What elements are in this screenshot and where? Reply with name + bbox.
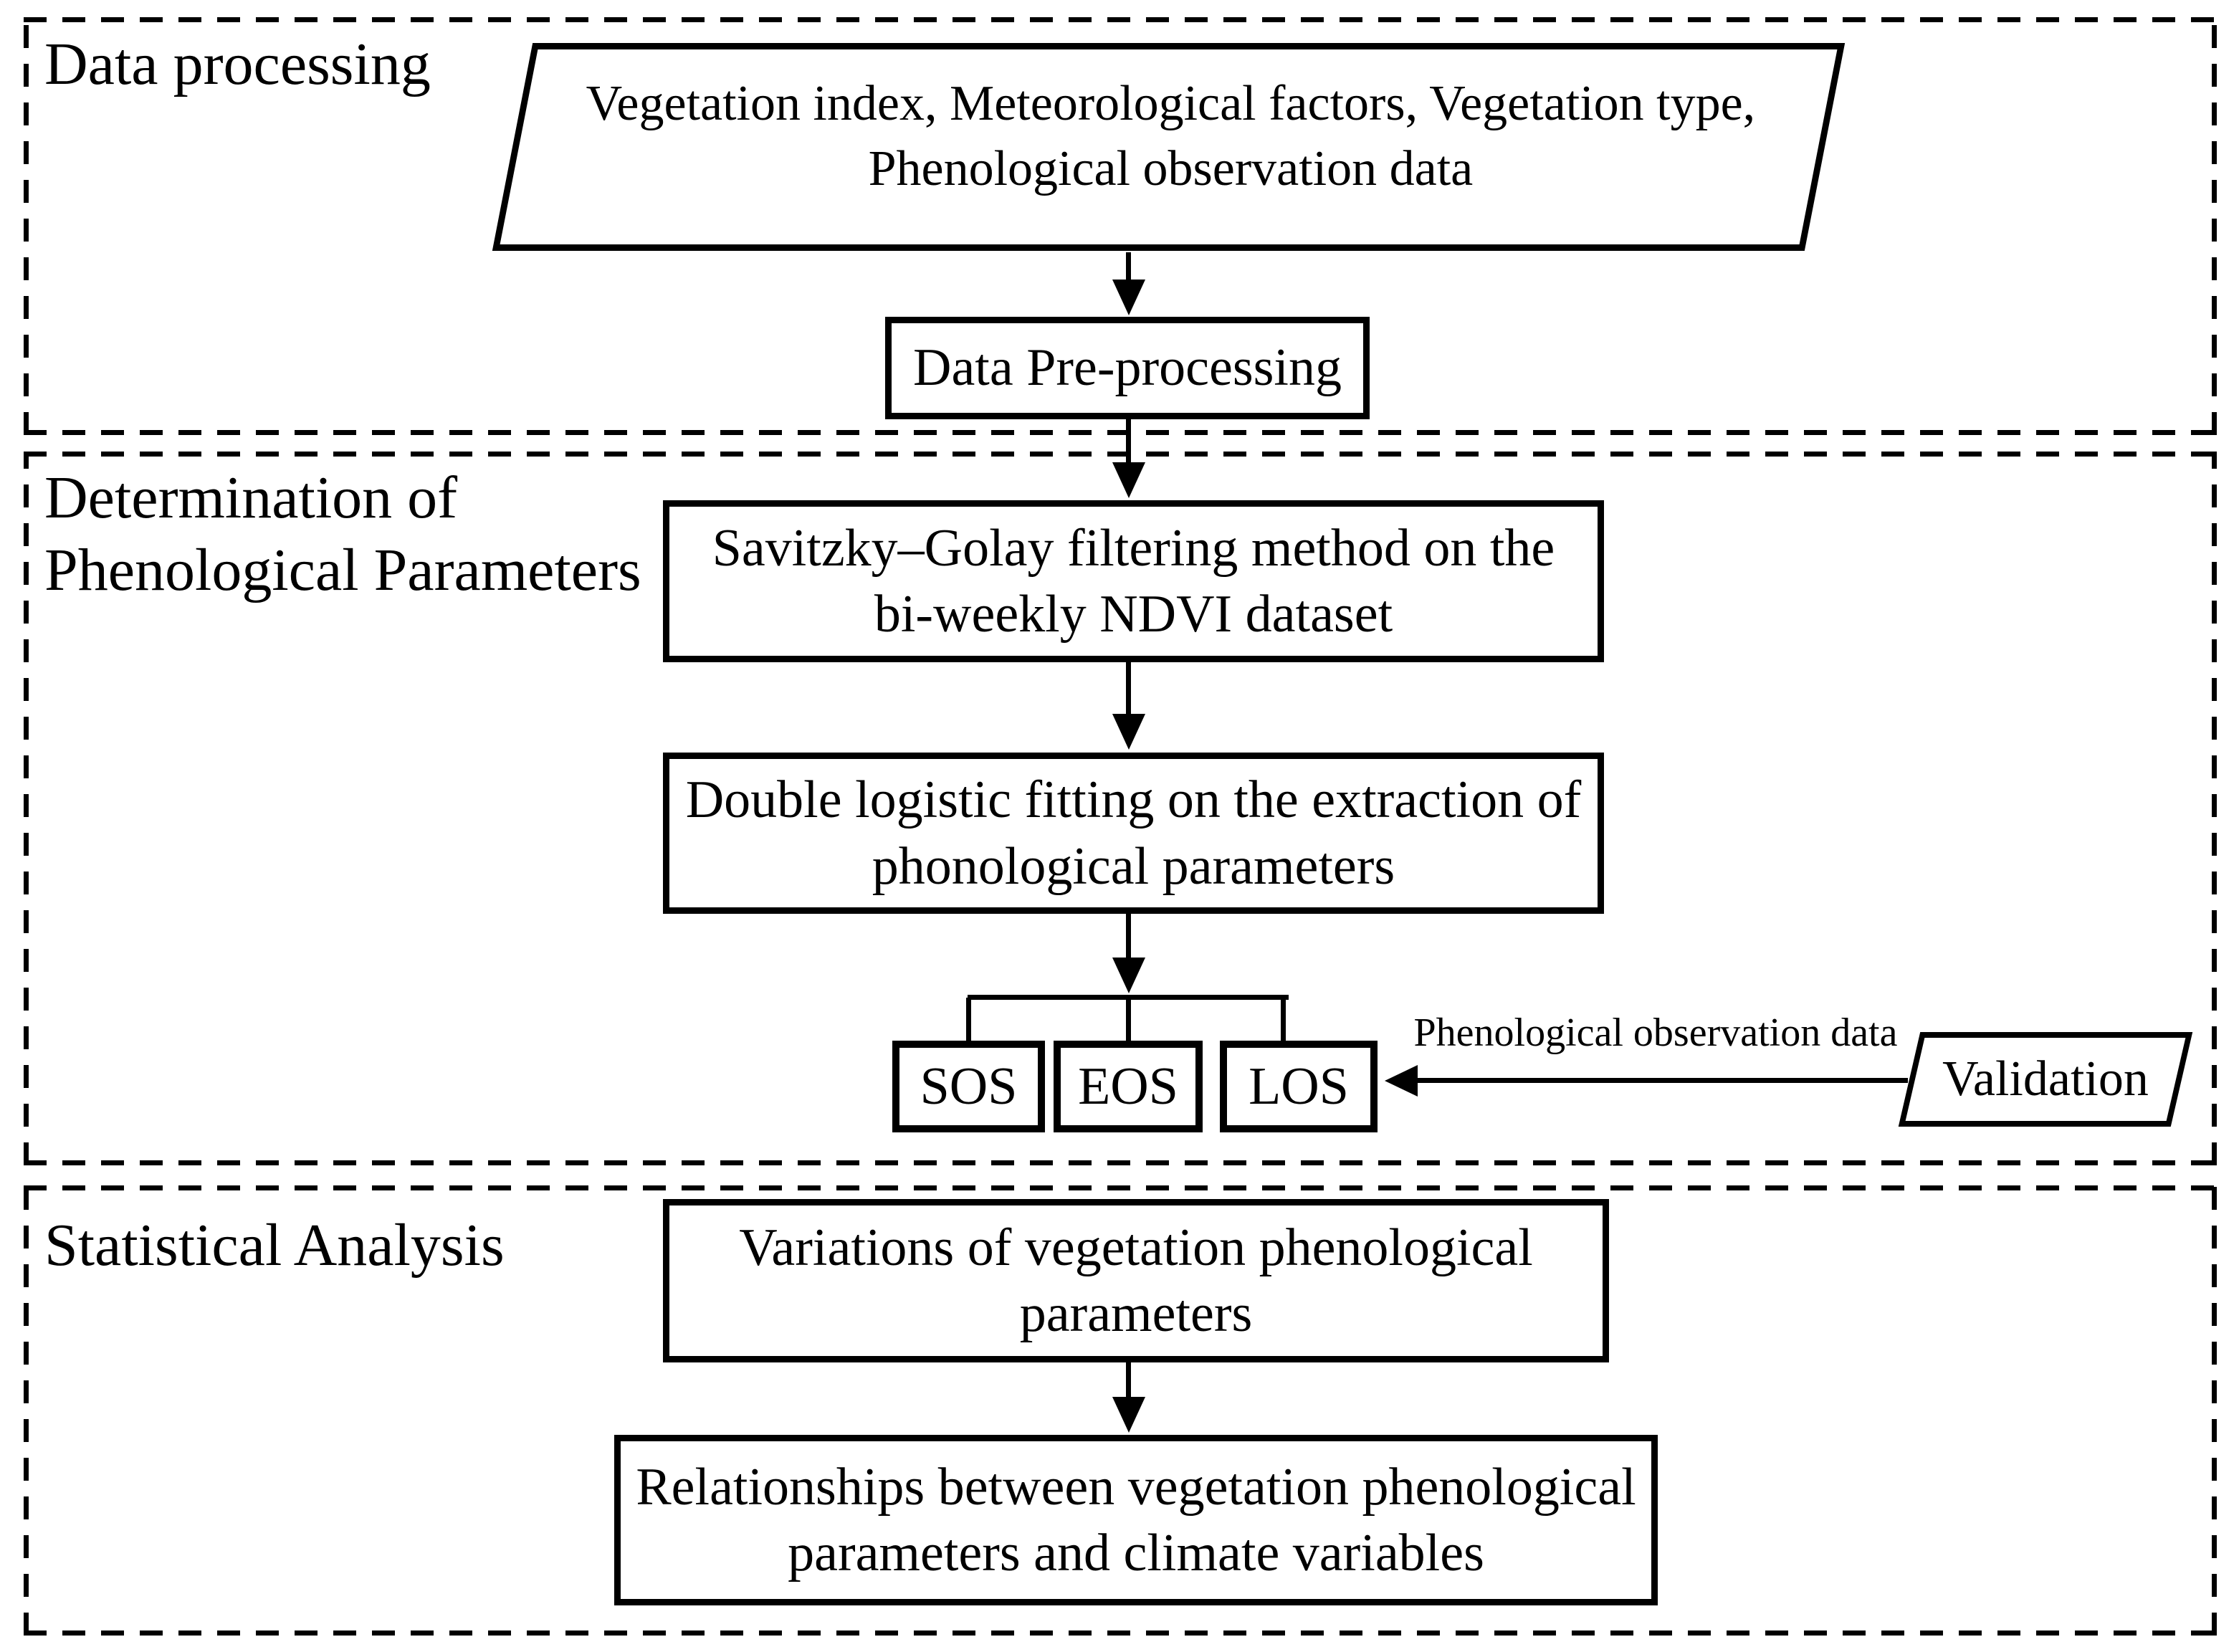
arrow-line [1126,252,1131,282]
arrow-line [1126,1362,1131,1400]
arrowhead-down-icon [1112,958,1145,993]
node-double-logistic-label: Double logistic fitting on the extractio… [685,770,1582,896]
node-data-preprocessing-label: Data Pre-processing [913,338,1342,398]
arrowhead-down-icon [1112,714,1145,750]
input-data-text-wrap: Vegetation index, Meteorological factors… [521,49,1820,223]
node-eos-label: EOS [1078,1056,1178,1116]
node-los: LOS [1220,1041,1378,1132]
node-validation: Validation [1898,1032,2193,1127]
node-relationships: Relationships between vegetation phenolo… [614,1435,1658,1605]
node-double-logistic: Double logistic fitting on the extractio… [663,753,1604,914]
node-sg-filtering: Savitzky–Golay filtering method on the b… [663,500,1604,662]
split-drop-center [1126,998,1131,1041]
node-relationships-label: Relationships between vegetation phenolo… [636,1457,1636,1583]
section-label-statistical-analysis: Statistical Analysis [44,1212,505,1279]
arrowhead-down-icon [1112,462,1145,498]
arrow-line [1126,419,1131,464]
node-input-data-label: Vegetation index, Meteorological factors… [586,76,1756,196]
arrowhead-down-icon [1112,1397,1145,1433]
arrow-line [1126,912,1131,959]
node-variations-label: Variations of vegetation phenological pa… [739,1218,1533,1344]
node-validation-label: Validation [1942,1051,2149,1107]
arrow-line [1126,661,1131,715]
arrow-line [1416,1078,1908,1083]
section-label-data-processing: Data processing [44,31,431,97]
node-sos: SOS [892,1041,1045,1132]
node-sg-filtering-label: Savitzky–Golay filtering method on the b… [712,518,1555,644]
node-los-label: LOS [1249,1056,1349,1116]
validation-text-wrap: Validation [1915,1038,2176,1121]
split-bar [968,995,1289,1000]
edge-label-validation: Phenological observation data [1413,1011,1898,1055]
node-sos-label: SOS [920,1056,1018,1116]
arrowhead-left-icon [1385,1065,1418,1097]
split-drop-right [1281,998,1286,1041]
node-input-data: Vegetation index, Meteorological factors… [492,43,1846,251]
node-data-preprocessing: Data Pre-processing [885,317,1370,419]
split-drop-left [966,998,971,1041]
section-label-determination: Determination of Phenological Parameters [44,464,641,603]
node-variations: Variations of vegetation phenological pa… [663,1199,1609,1362]
node-eos: EOS [1054,1041,1203,1132]
arrowhead-down-icon [1112,280,1145,315]
